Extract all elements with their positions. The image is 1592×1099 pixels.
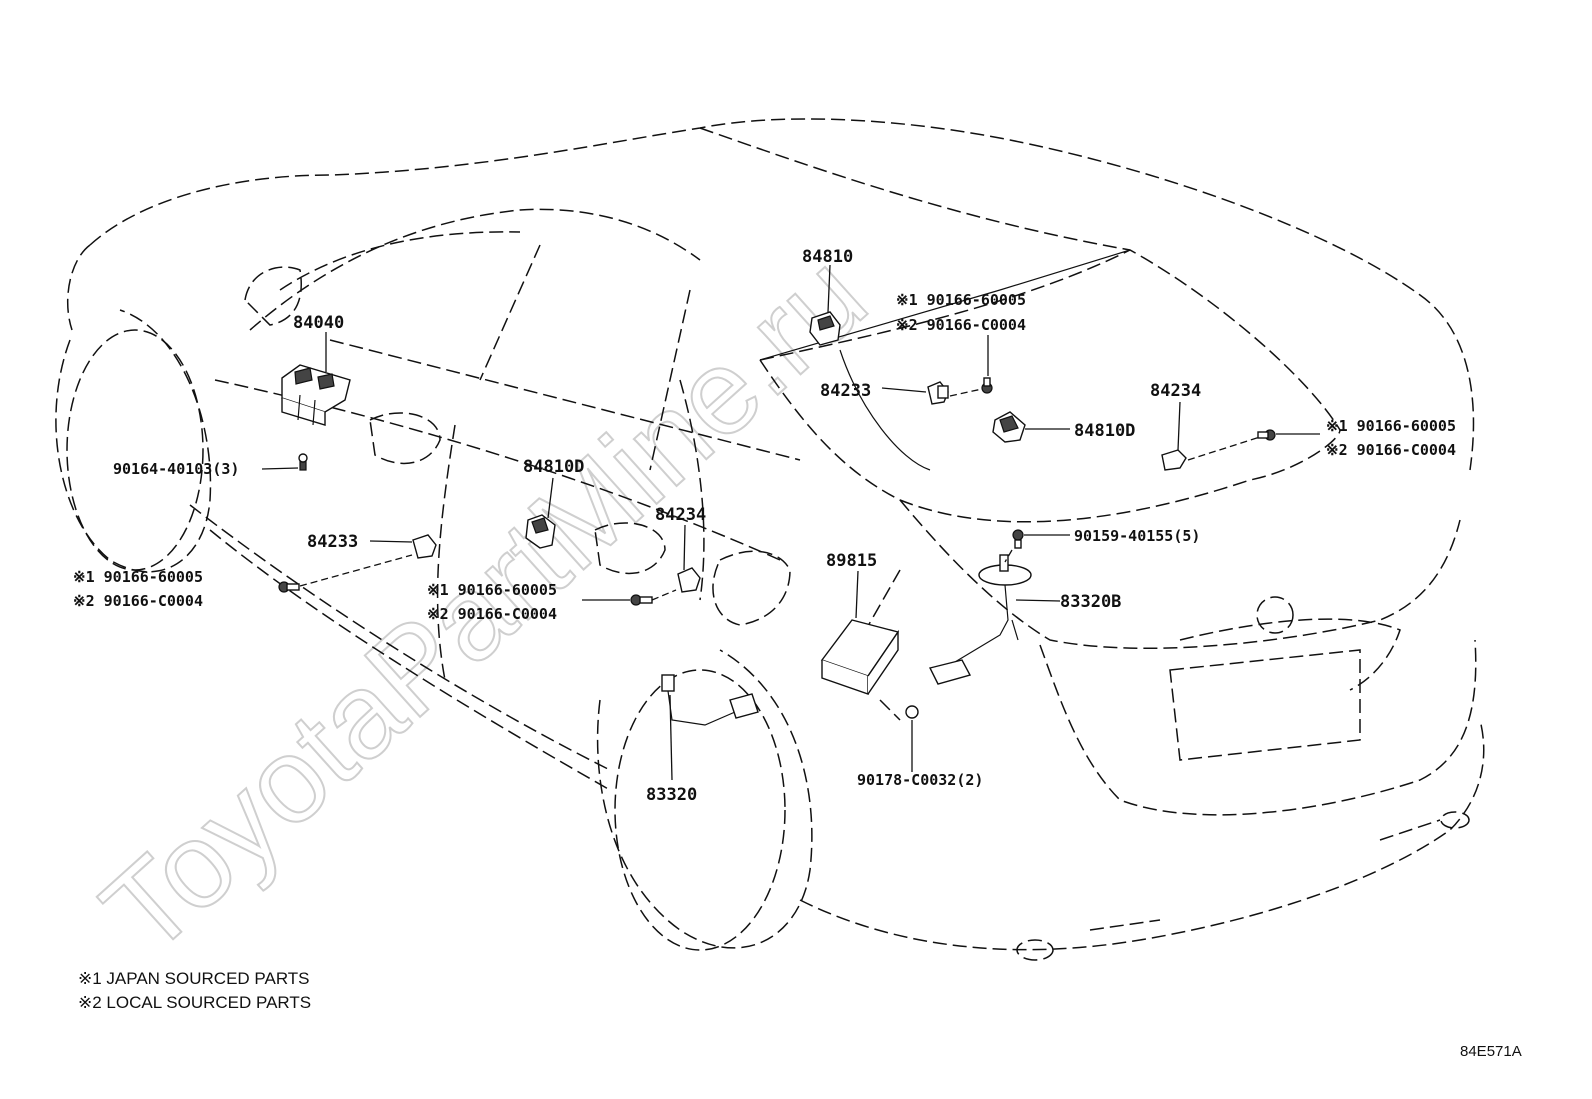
label-90159: 90159-40155(5) bbox=[1074, 527, 1200, 545]
diagram-code: 84E571A bbox=[1460, 1043, 1522, 1060]
label-90166-left-2: ※2 90166-C0004 bbox=[73, 592, 203, 610]
label-90164: 90164-40103(3) bbox=[113, 460, 239, 478]
label-90166-top-2: ※2 90166-C0004 bbox=[896, 316, 1026, 334]
label-90166-top-1: ※1 90166-60005 bbox=[896, 291, 1026, 309]
label-84810D-mid: 84810D bbox=[523, 457, 584, 477]
screw-90166-left bbox=[278, 581, 300, 593]
courtesy-switch-84233-top bbox=[927, 381, 949, 405]
courtesy-switch-84234-mid bbox=[677, 567, 701, 593]
screw-90166-mid bbox=[630, 594, 653, 606]
courtesy-switch-84234-right bbox=[1161, 449, 1187, 471]
label-90166-right-1: ※1 90166-60005 bbox=[1326, 417, 1456, 435]
screw-90166-right bbox=[1257, 429, 1276, 441]
screw-90159 bbox=[1012, 529, 1024, 549]
power-window-switch-84040 bbox=[281, 364, 351, 426]
label-84233-top: 84233 bbox=[820, 381, 871, 401]
screw-90164 bbox=[298, 453, 308, 471]
car-body-outline bbox=[55, 118, 1485, 961]
label-90178: 90178-C0032(2) bbox=[857, 771, 983, 789]
legend-local-sourced: ※2 LOCAL SOURCED PARTS bbox=[78, 993, 311, 1012]
switch-84810D-right bbox=[992, 411, 1026, 443]
label-84234-right: 84234 bbox=[1150, 381, 1201, 401]
label-84234-mid: 84234 bbox=[655, 505, 706, 525]
label-83320B: 83320B bbox=[1060, 592, 1121, 612]
label-84810D-right: 84810D bbox=[1074, 421, 1135, 441]
switch-84810-top bbox=[809, 311, 841, 346]
label-90166-left-1: ※1 90166-60005 bbox=[73, 568, 203, 586]
legend-japan-sourced: ※1 JAPAN SOURCED PARTS bbox=[78, 969, 310, 988]
label-84040: 84040 bbox=[293, 313, 344, 333]
label-83320: 83320 bbox=[646, 785, 697, 805]
fuel-sender-83320 bbox=[661, 674, 759, 726]
label-90166-right-2: ※2 90166-C0004 bbox=[1326, 441, 1456, 459]
fuel-sender-83320B bbox=[928, 554, 1032, 685]
clip-90178 bbox=[905, 705, 919, 719]
label-84233-left: 84233 bbox=[307, 532, 358, 552]
courtesy-switch-84233-left bbox=[412, 534, 437, 559]
label-89815: 89815 bbox=[826, 551, 877, 571]
screw-90166-top bbox=[981, 377, 993, 394]
label-84810-top: 84810 bbox=[802, 247, 853, 267]
module-89815 bbox=[820, 619, 900, 695]
label-90166-mid-1: ※1 90166-60005 bbox=[427, 581, 557, 599]
switch-84810D-mid bbox=[525, 514, 556, 549]
leader-lines bbox=[261, 264, 1320, 781]
label-90166-mid-2: ※2 90166-C0004 bbox=[427, 605, 557, 623]
